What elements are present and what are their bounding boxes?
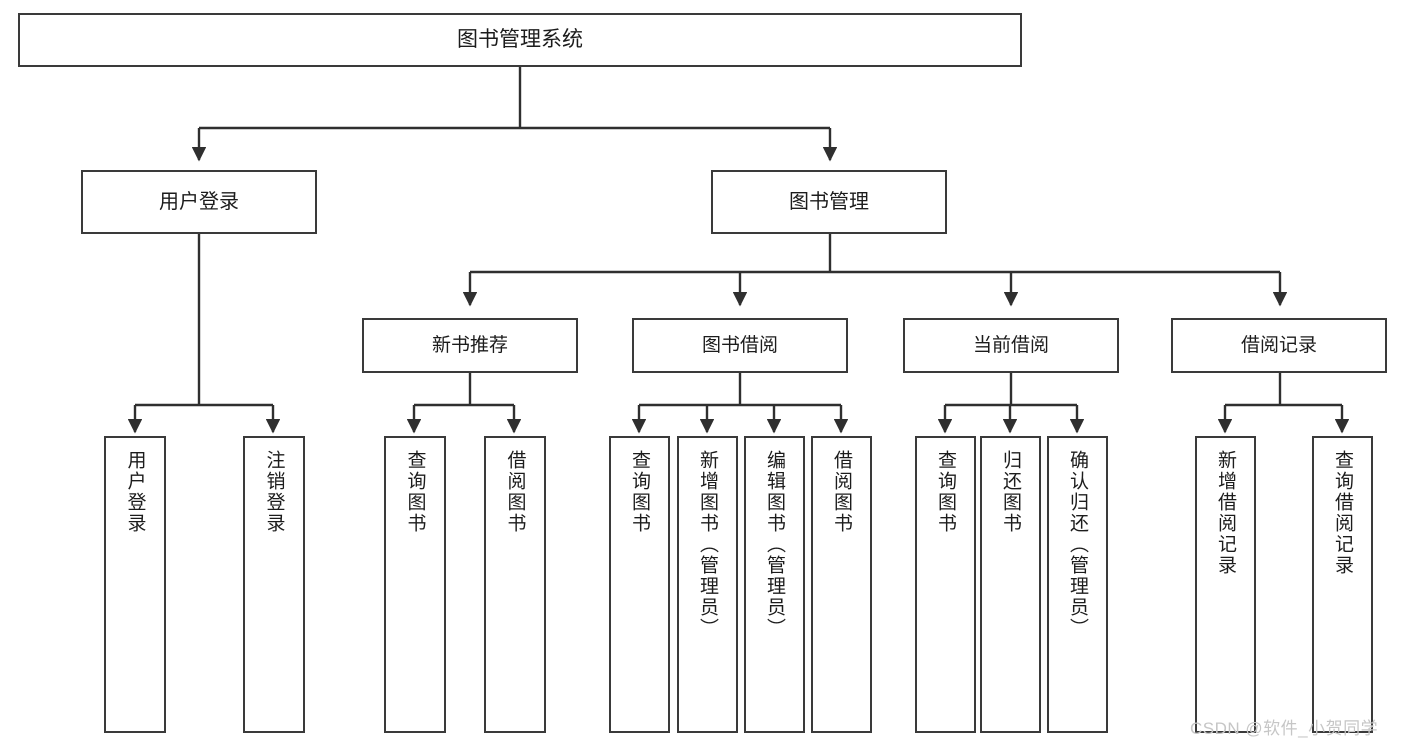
node-current-borrow[interactable]: 当前借阅 bbox=[903, 318, 1119, 373]
node-label: 注销登录 bbox=[263, 450, 285, 534]
node-label: 新书推荐 bbox=[431, 334, 508, 356]
node-label: 归还图书 bbox=[1000, 450, 1021, 534]
node-book-management[interactable]: 图书管理 bbox=[711, 170, 947, 234]
node-label: 图书管理 bbox=[789, 190, 869, 213]
leaf-book-borrow-borrow-book[interactable]: 借阅图书 bbox=[811, 436, 872, 733]
leaf-new-book-query-book[interactable]: 查询图书 bbox=[384, 436, 446, 733]
node-label: 借阅记录 bbox=[1240, 334, 1317, 356]
node-root-book-management-system[interactable]: 图书管理系统 bbox=[18, 13, 1022, 67]
node-label: 查询图书 bbox=[935, 450, 956, 534]
node-user-login[interactable]: 用户登录 bbox=[81, 170, 317, 234]
leaf-current-borrow-return-book[interactable]: 归还图书 bbox=[980, 436, 1041, 733]
node-label: 新增借阅记录 bbox=[1215, 450, 1236, 576]
node-label: 编辑图书（管理员） bbox=[764, 450, 785, 639]
node-new-book-recommend[interactable]: 新书推荐 bbox=[362, 318, 578, 373]
leaf-user-login-login[interactable]: 用户登录 bbox=[104, 436, 166, 733]
node-label: 用户登录 bbox=[124, 450, 146, 534]
leaf-user-login-logout[interactable]: 注销登录 bbox=[243, 436, 305, 733]
leaf-borrow-record-add-record[interactable]: 新增借阅记录 bbox=[1195, 436, 1256, 733]
leaf-book-borrow-add-book-admin[interactable]: 新增图书（管理员） bbox=[677, 436, 738, 733]
node-label: 查询图书 bbox=[404, 450, 426, 534]
csdn-watermark: CSDN @软件_小贺同学 bbox=[1190, 719, 1379, 738]
node-label: 图书借阅 bbox=[701, 334, 778, 356]
node-label: 确认归还（管理员） bbox=[1067, 450, 1088, 639]
leaf-book-borrow-edit-book-admin[interactable]: 编辑图书（管理员） bbox=[744, 436, 805, 733]
leaf-borrow-record-query-record[interactable]: 查询借阅记录 bbox=[1312, 436, 1373, 733]
node-label: 用户登录 bbox=[159, 190, 239, 213]
node-label: 查询图书 bbox=[629, 450, 650, 534]
node-label: 新增图书（管理员） bbox=[697, 450, 718, 639]
node-label: 当前借阅 bbox=[972, 334, 1049, 356]
node-label: 借阅图书 bbox=[831, 450, 852, 534]
node-label: 借阅图书 bbox=[504, 450, 526, 534]
node-borrow-record[interactable]: 借阅记录 bbox=[1171, 318, 1387, 373]
leaf-new-book-borrow-book[interactable]: 借阅图书 bbox=[484, 436, 546, 733]
leaf-current-borrow-confirm-return-admin[interactable]: 确认归还（管理员） bbox=[1047, 436, 1108, 733]
node-label: 查询借阅记录 bbox=[1332, 450, 1353, 576]
leaf-book-borrow-query-book[interactable]: 查询图书 bbox=[609, 436, 670, 733]
leaf-current-borrow-query-book[interactable]: 查询图书 bbox=[915, 436, 976, 733]
node-book-borrow[interactable]: 图书借阅 bbox=[632, 318, 848, 373]
node-label: 图书管理系统 bbox=[457, 27, 583, 51]
